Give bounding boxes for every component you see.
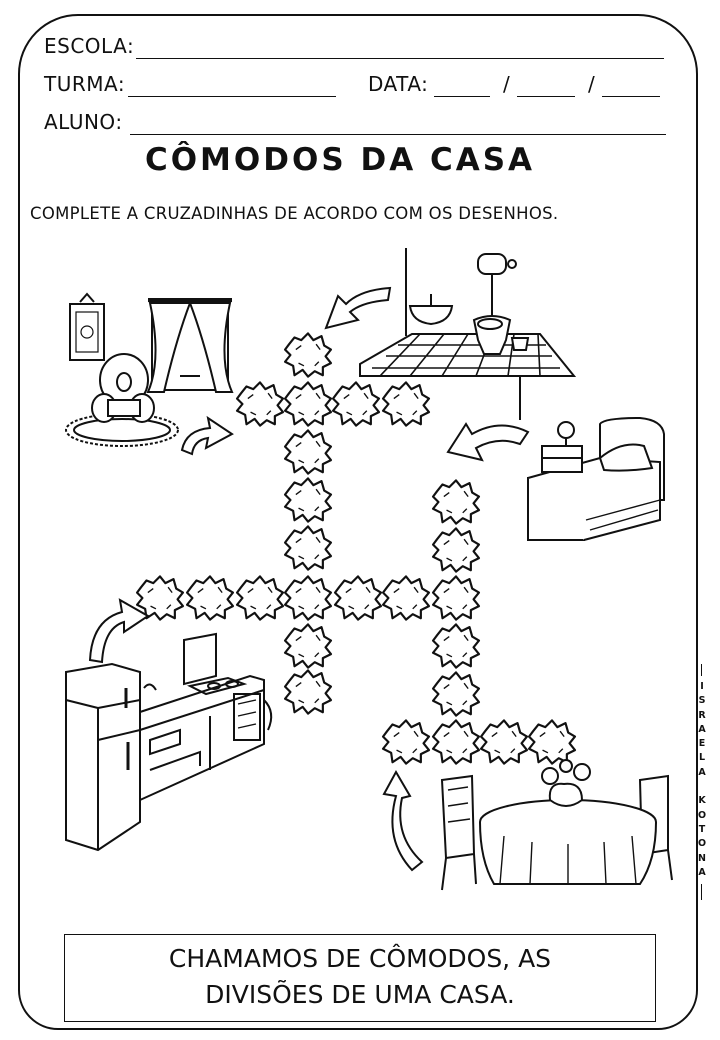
crossword-cell[interactable] [283, 381, 333, 427]
dining-room-drawing [440, 759, 673, 891]
crossword-cell[interactable] [431, 527, 481, 573]
crossword-cell[interactable] [235, 381, 285, 427]
crossword-cell[interactable] [185, 575, 235, 621]
crossword-cell[interactable] [381, 719, 431, 765]
living-room-drawing [65, 292, 234, 447]
crossword-cell[interactable] [431, 719, 481, 765]
date-separator: / [503, 72, 511, 96]
note-line-1: CHAMAMOS DE CÔMODOS, AS [168, 944, 552, 973]
page-title: CÔMODOS DA CASA [144, 142, 536, 178]
bedroom-drawing [519, 376, 665, 541]
crossword-cell[interactable] [431, 671, 481, 717]
crossword-cell[interactable] [235, 575, 285, 621]
author-vertical: I S R A E L A K O T O N A [693, 664, 711, 900]
crossword-cell[interactable] [283, 477, 333, 523]
crossword-cell[interactable] [431, 575, 481, 621]
crossword-cell[interactable] [283, 623, 333, 669]
school-line[interactable] [136, 58, 664, 59]
date-day-line[interactable] [434, 96, 490, 97]
crossword-cell[interactable] [431, 623, 481, 669]
crossword-cell[interactable] [331, 381, 381, 427]
crossword-cell[interactable] [283, 669, 333, 715]
crossword-cell[interactable] [283, 525, 333, 571]
date-year-line[interactable] [602, 96, 660, 97]
author-name: I S R A E L A K O T O N A [697, 681, 707, 878]
crossword-cell[interactable] [283, 575, 333, 621]
class-label: TURMA: [44, 72, 126, 96]
arrow-icon [180, 415, 234, 456]
kitchen-drawing [65, 632, 273, 852]
page-frame [18, 14, 698, 1030]
arrow-icon [446, 422, 530, 462]
arrow-icon [88, 598, 150, 664]
date-separator: / [588, 72, 596, 96]
crossword-cell[interactable] [283, 429, 333, 475]
student-label: ALUNO: [44, 110, 123, 134]
crossword-cell[interactable] [479, 719, 529, 765]
school-label: ESCOLA: [44, 34, 135, 58]
instruction-text: COMPLETE A CRUZADINHAS DE ACORDO COM OS … [30, 204, 559, 223]
crossword-cell[interactable] [431, 479, 481, 525]
date-month-line[interactable] [517, 96, 575, 97]
date-label: DATA: [368, 72, 429, 96]
crossword-cell[interactable] [527, 719, 577, 765]
crossword-cell[interactable] [381, 381, 431, 427]
student-line[interactable] [130, 134, 666, 135]
bathroom-drawing [359, 248, 577, 377]
class-line[interactable] [128, 96, 336, 97]
crossword-cell[interactable] [381, 575, 431, 621]
arrow-icon [382, 769, 424, 872]
crossword-cell[interactable] [333, 575, 383, 621]
note-box: CHAMAMOS DE CÔMODOS, AS DIVISÕES DE UMA … [64, 934, 656, 1022]
arrow-icon [324, 286, 392, 330]
note-line-2: DIVISÕES DE UMA CASA. [205, 980, 515, 1009]
crossword-cell[interactable] [283, 332, 333, 378]
